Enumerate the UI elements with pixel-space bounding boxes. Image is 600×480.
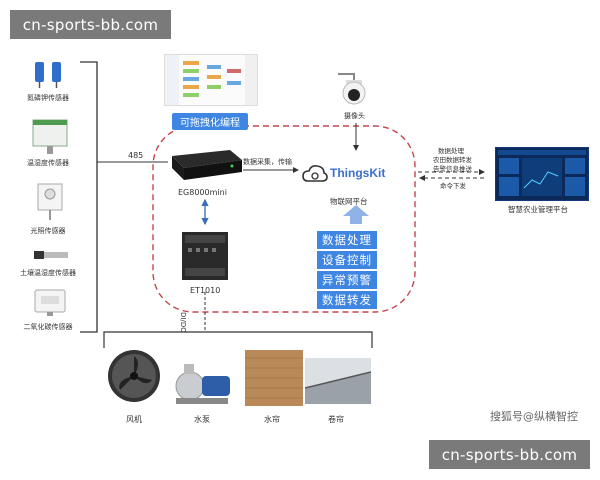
io-module-icon: [182, 232, 228, 280]
equipment-label-water-curtain: 水帘: [264, 415, 280, 424]
equipment-pump: [172, 358, 234, 406]
function-data-processing: 数据处理: [317, 231, 377, 249]
dashboard-icon: [498, 150, 586, 196]
temp-humidity-sensor-icon: [32, 119, 68, 154]
sensor-light: [32, 182, 68, 220]
gateway-icon: [172, 150, 242, 180]
function-alert: 异常预警: [317, 271, 377, 289]
watermark-bottom: cn-sports-bb.com: [429, 440, 590, 469]
gateway-label: EG8000mini: [178, 188, 227, 197]
link-485-label: 485: [128, 151, 144, 160]
thingskit-logo: [302, 163, 328, 185]
sensor-label-temp-humidity: 温湿度传感器: [27, 159, 69, 167]
camera-icon: [338, 73, 366, 105]
flow-line-1: 数据处理: [438, 147, 464, 155]
sensor-temp-humidity: [30, 118, 70, 154]
programming-tag: 可拖拽化编程: [172, 113, 248, 130]
sensor-label-light: 光照传感器: [30, 227, 66, 235]
gateway-device: [168, 146, 243, 182]
npk-sensor-icon: [35, 62, 61, 88]
roller-blind-icon: [304, 358, 372, 404]
mgmt-dashboard: [495, 147, 589, 201]
equipment-label-fan: 风机: [126, 415, 142, 424]
flow-editor-icon: [165, 55, 257, 105]
co2-sensor-icon: [34, 289, 66, 316]
equipment-roller-blind: [304, 358, 372, 404]
source-credit: 搜狐号@纵横智控: [490, 410, 578, 423]
camera-label: 摄像头: [344, 112, 365, 120]
io-label: ET1010: [190, 286, 221, 295]
cloud-icon: [302, 165, 328, 182]
sensor-label-npk: 氮磷钾传感器: [27, 94, 69, 102]
platform-label: 物联网平台: [330, 197, 368, 206]
water-curtain-icon: [245, 350, 303, 406]
sensor-npk: [30, 58, 70, 88]
watermark-top: cn-sports-bb.com: [10, 10, 171, 39]
data-collect-label: 数据采集，传输: [243, 158, 292, 166]
function-data-forward: 数据转发: [317, 291, 377, 309]
do-di-label: DI/DO: [179, 312, 187, 333]
flow-line-2: 农田数据转发: [433, 156, 472, 164]
flow-line-3: 告警信息推送: [433, 165, 472, 173]
equipment-fan: [106, 348, 162, 404]
camera-device: [334, 70, 374, 106]
pump-icon: [175, 364, 230, 404]
fan-icon: [108, 350, 160, 402]
programming-screenshot: [164, 54, 258, 106]
sensor-label-co2: 二氧化碳传感器: [23, 323, 73, 331]
platform-brand: ThingsKit: [330, 166, 386, 180]
sensor-co2: [30, 288, 70, 316]
flow-command: 命令下发: [440, 182, 466, 190]
equipment-label-pump: 水泵: [194, 415, 210, 424]
sensor-soil: [32, 247, 72, 263]
function-device-control: 设备控制: [317, 251, 377, 269]
sensor-label-soil: 土壤温湿度传感器: [20, 269, 76, 277]
equipment-label-roller-blind: 卷帘: [328, 415, 344, 424]
soil-sensor-icon: [34, 251, 68, 259]
light-sensor-icon: [37, 183, 63, 220]
equipment-water-curtain: [245, 350, 303, 406]
io-device: [180, 230, 230, 282]
mgmt-label: 智慧农业管理平台: [508, 205, 568, 214]
